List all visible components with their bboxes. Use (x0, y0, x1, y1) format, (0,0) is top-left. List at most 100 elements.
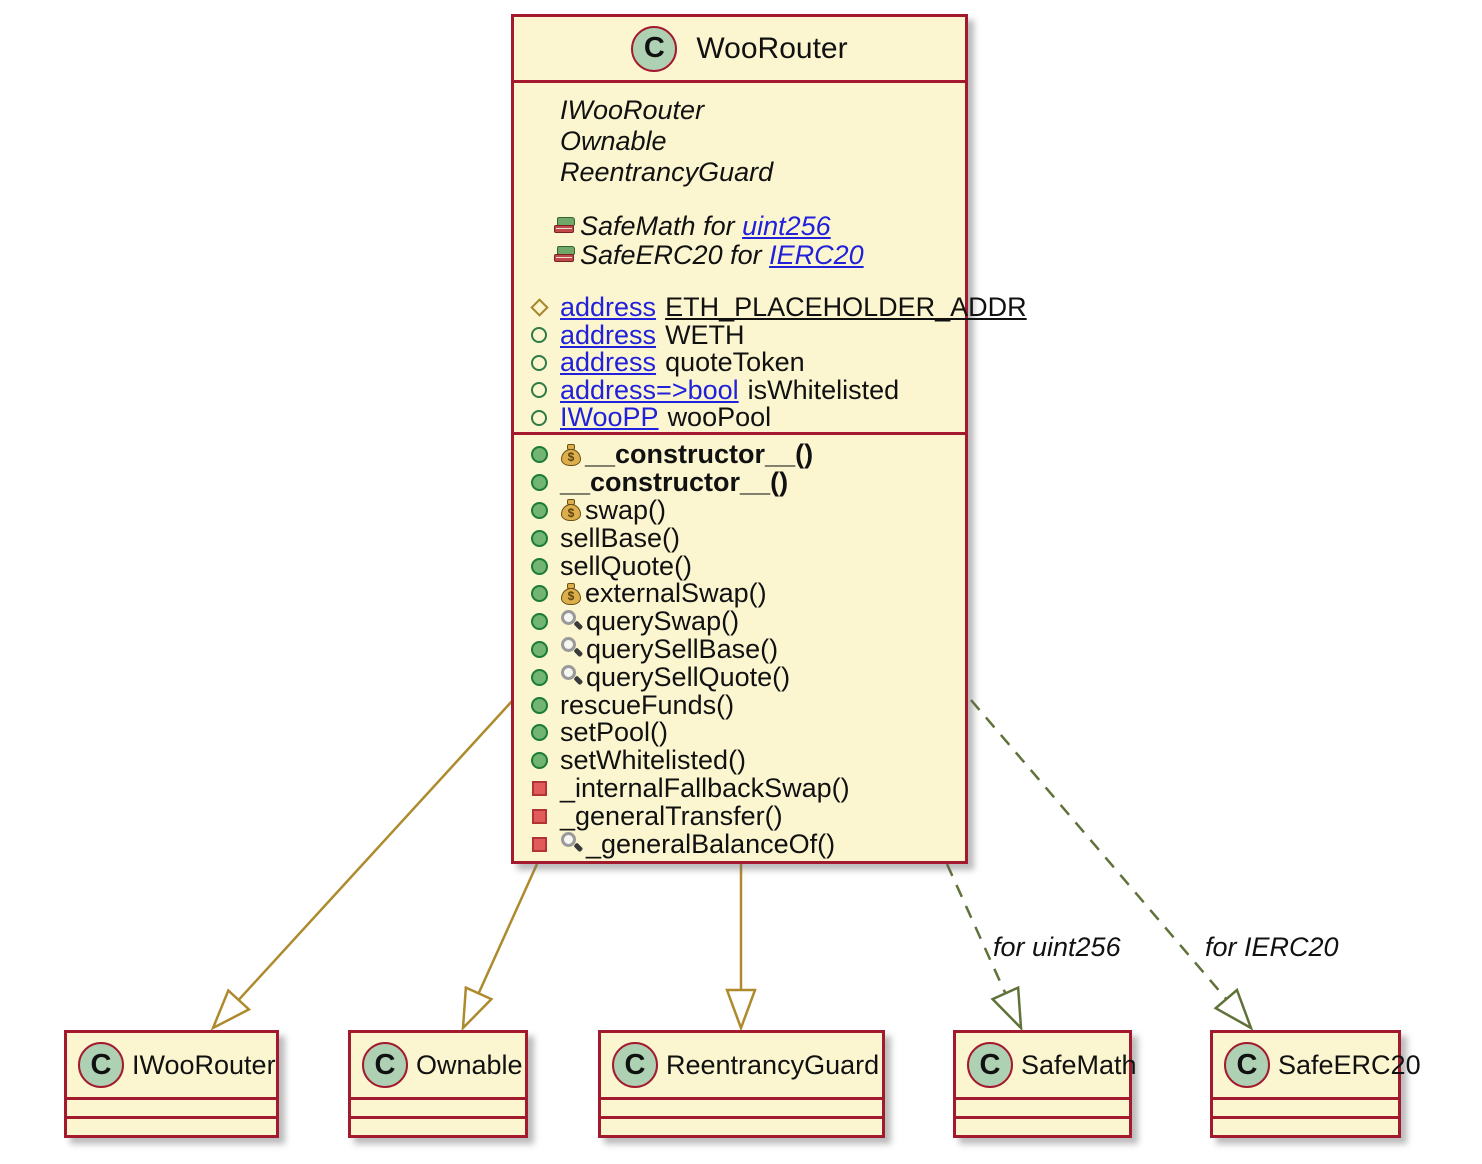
circle-filled-icon (530, 640, 548, 658)
class-header: C WooRouter (514, 17, 965, 83)
magnifier-icon (560, 637, 584, 661)
methods-compartment (67, 1119, 276, 1135)
implements-label: ReentrancyGuard (560, 157, 774, 187)
books-icon (554, 246, 577, 265)
method-name: rescueFunds() (560, 689, 735, 720)
moneybag-icon: $ (560, 443, 582, 466)
square-private-icon (530, 808, 548, 824)
field-row: IWooPP wooPool (530, 402, 959, 433)
method-row: $ externalSwap() (530, 578, 959, 608)
edge-label-for-uint256: for uint256 (993, 932, 1121, 962)
field-row: address ETH_PLACEHOLDER_ADDR (529, 292, 1027, 323)
type-link[interactable]: address=>bool (560, 374, 739, 405)
books-icon (554, 217, 577, 236)
class-letter-badge-icon: C (612, 1042, 658, 1088)
field-name: WETH (665, 319, 745, 350)
class-title: IWooRouter (132, 1049, 276, 1080)
circle-outline-icon (530, 327, 548, 344)
method-row: sellBase() (530, 522, 959, 553)
using-prefix: SafeERC20 for (580, 240, 762, 270)
class-title: ReentrancyGuard (666, 1049, 880, 1080)
type-link[interactable]: IWooPP (560, 402, 659, 433)
class-iwoorouter: C IWooRouter (64, 1030, 279, 1138)
field-name: quoteToken (665, 347, 805, 378)
method-row: __constructor__() (530, 467, 959, 498)
class-woorouter: C WooRouter IWooRouter Ownable Reentranc… (511, 14, 1027, 864)
methods-compartment (956, 1119, 1129, 1135)
field-row: address=>bool isWhitelisted (530, 374, 959, 405)
field-row: address WETH (530, 319, 959, 350)
field-row: address quoteToken (530, 347, 959, 378)
edge-woorouter-saferc20 (970, 699, 1254, 1031)
diamond-static-icon (529, 298, 549, 317)
type-link[interactable]: address (560, 347, 657, 378)
class-header: C ReentrancyGuard (601, 1033, 882, 1100)
class-title: SafeMath (1021, 1049, 1137, 1080)
field-name: isWhitelisted (747, 374, 900, 405)
method-row: querySwap() (530, 606, 959, 637)
method-row: $ swap() (530, 495, 959, 525)
magnifier-icon (560, 609, 584, 634)
class-ownable: C Ownable (348, 1030, 528, 1138)
class-letter-badge-icon: C (1224, 1042, 1270, 1088)
method-row: sellQuote() (530, 550, 959, 581)
edge-woorouter-ownable (461, 863, 539, 1032)
class-title: SafeERC20 (1278, 1049, 1421, 1080)
using-item: SafeMath for uint256 (530, 211, 959, 241)
method-row: _generalBalanceOf() (530, 828, 959, 859)
fields-compartment (956, 1100, 1129, 1119)
method-row: setWhitelisted() (530, 745, 959, 776)
type-link[interactable]: address (560, 292, 657, 323)
class-reentrancyguard: C ReentrancyGuard (598, 1030, 885, 1138)
circle-filled-icon (530, 613, 548, 631)
class-header: C Ownable (351, 1033, 525, 1100)
class-saferc20: C SafeERC20 (1210, 1030, 1421, 1138)
circle-filled-icon (530, 724, 548, 742)
circle-outline-icon (530, 382, 548, 399)
method-name: __constructor__() (560, 467, 789, 498)
blank-line (530, 270, 959, 294)
method-row: _generalTransfer() (530, 801, 959, 831)
method-name: setWhitelisted() (560, 745, 747, 776)
method-name: sellQuote() (560, 550, 693, 581)
method-name: sellBase() (560, 522, 681, 553)
using-prefix: SafeMath for (580, 211, 735, 241)
fields-compartment (1213, 1100, 1398, 1119)
circle-outline-icon (530, 354, 548, 371)
method-name: _internalFallbackSwap() (560, 772, 850, 803)
circle-outline-icon (530, 409, 548, 426)
circle-filled-icon (530, 668, 548, 686)
class-title: WooRouter (696, 31, 848, 65)
circle-filled-icon (530, 501, 548, 519)
implements-item: IWooRouter (530, 95, 959, 126)
type-link[interactable]: uint256 (742, 211, 831, 241)
method-name: querySwap() (586, 606, 740, 637)
method-name: setPool() (560, 717, 669, 748)
methods-compartment: $ __constructor__() __constructor__() $ … (514, 435, 965, 861)
method-name: swap() (585, 495, 667, 525)
edge-label-for-ierc20: for IERC20 (1205, 932, 1339, 962)
class-safemath: C SafeMath (953, 1030, 1137, 1138)
moneybag-icon: $ (560, 499, 582, 522)
methods-compartment (351, 1119, 525, 1135)
fields-compartment (601, 1100, 882, 1119)
method-row: _internalFallbackSwap() (530, 772, 959, 803)
type-link[interactable]: address (560, 319, 657, 350)
circle-filled-icon (530, 474, 548, 492)
method-name: _generalBalanceOf() (586, 828, 836, 859)
edge-woorouter-safemath (945, 863, 1023, 1032)
method-name: __constructor__() (585, 439, 814, 470)
method-row: querySellQuote() (530, 662, 959, 692)
class-letter-badge-icon: C (78, 1042, 124, 1088)
fields-compartment: IWooRouter Ownable ReentrancyGuard SafeM… (514, 83, 1027, 435)
circle-filled-icon (530, 696, 548, 714)
type-link[interactable]: IERC20 (769, 240, 864, 270)
circle-filled-icon (530, 585, 548, 603)
magnifier-icon (560, 665, 584, 689)
implements-item: Ownable (530, 126, 959, 157)
implements-item: ReentrancyGuard (530, 157, 959, 188)
fields-compartment (351, 1100, 525, 1119)
class-letter-badge-icon: C (631, 25, 678, 72)
circle-filled-icon (530, 557, 548, 575)
class-header: C SafeMath (956, 1033, 1137, 1100)
